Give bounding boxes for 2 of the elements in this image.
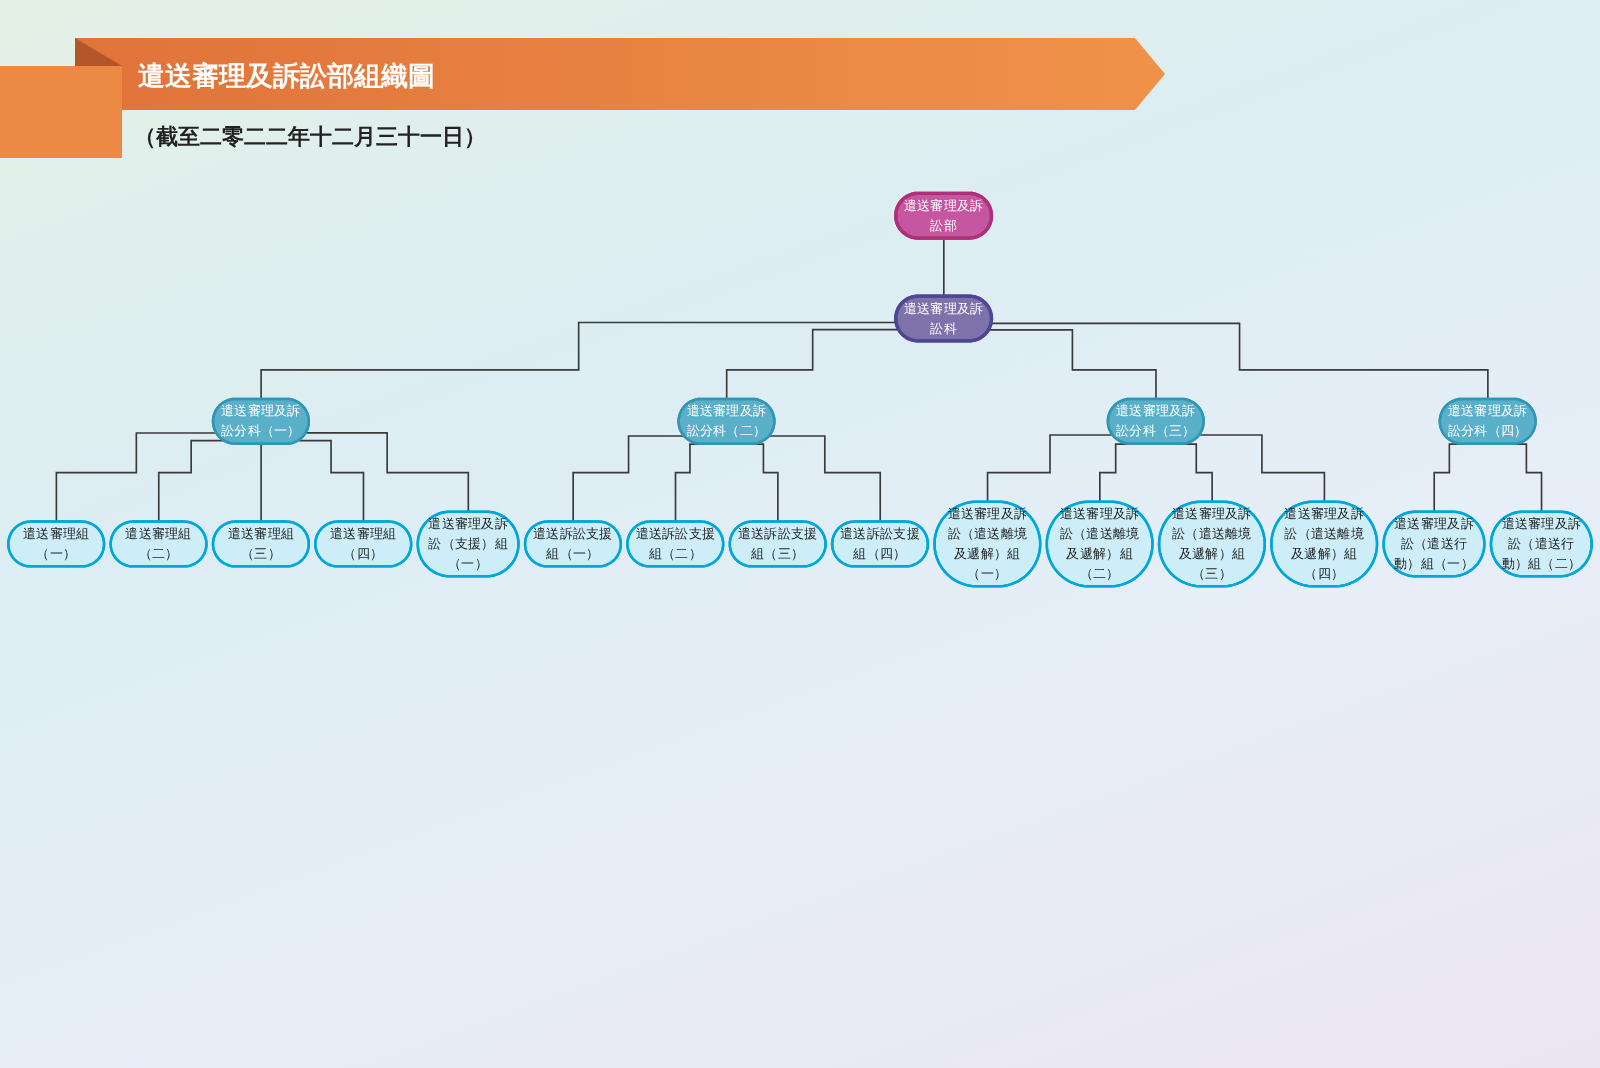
title: 遣送審理及訴訟部組織圖 bbox=[138, 59, 435, 93]
date-note: （截至二零二二年十二月三十一日） bbox=[134, 123, 486, 151]
